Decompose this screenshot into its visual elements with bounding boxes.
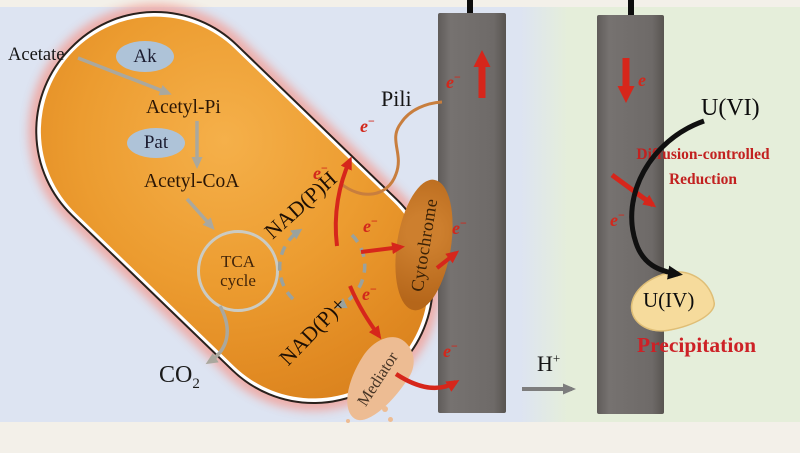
- mediator-speck: [388, 417, 393, 422]
- electron-label-cell-top: e−: [313, 161, 328, 184]
- co2-label: CO2: [159, 362, 200, 392]
- electron-base: e: [363, 216, 371, 236]
- diffusion-controlled-label: Diffusion-controlled: [636, 146, 770, 163]
- enzyme-ak-label: Ak: [133, 45, 157, 67]
- tca-label-line2: cycle: [220, 271, 256, 290]
- enzyme-badge-pat: Pat: [127, 128, 185, 158]
- anode-wire: [467, 0, 473, 15]
- cathode-wire: [628, 0, 634, 17]
- electron-sup: −: [618, 208, 625, 222]
- electron-label-pili: e−: [360, 114, 375, 137]
- electron-sup: −: [371, 214, 378, 228]
- electron-base: e: [360, 116, 368, 136]
- electron-sup: −: [454, 70, 461, 84]
- electron-base: e: [610, 210, 618, 230]
- electron-label-anode-top: e−: [446, 70, 461, 93]
- pili-label: Pili: [381, 86, 412, 111]
- electron-label-cytochrome-path: e−: [363, 214, 378, 237]
- mediator-speck: [346, 419, 350, 423]
- uvi-label: U(VI): [701, 95, 760, 121]
- reduction-label: Reduction: [668, 171, 738, 188]
- tca-cycle-circle: TCA cycle: [197, 230, 279, 312]
- electron-label-anode-bottom: e−: [443, 339, 458, 362]
- enzyme-badge-ak: Ak: [116, 41, 174, 72]
- precipitation-label: Precipitation: [637, 333, 757, 357]
- acetate-label: Acetate: [8, 45, 65, 65]
- electron-sup: −: [460, 216, 467, 230]
- co2-base: CO: [159, 362, 193, 388]
- co2-subscript: 2: [192, 375, 200, 392]
- electron-base: e: [638, 70, 646, 90]
- enzyme-pat-label: Pat: [143, 132, 169, 153]
- tca-label-line1: TCA: [221, 251, 255, 271]
- electron-base: e: [446, 72, 454, 92]
- mediator-speck: [382, 406, 388, 412]
- electron-sup: −: [368, 114, 375, 128]
- electron-label-cathode-top: e: [638, 70, 646, 91]
- acetyl-coa-label: Acetyl-CoA: [144, 171, 240, 192]
- uiv-label: U(IV): [643, 288, 695, 312]
- acetyl-pi-label: Acetyl-Pi: [146, 97, 221, 118]
- electron-label-mediator-path: e−: [362, 282, 377, 305]
- electron-sup: −: [321, 161, 328, 175]
- proton-base: H: [537, 351, 553, 376]
- electron-sup: −: [451, 339, 458, 353]
- electron-sup: −: [370, 282, 377, 296]
- proton-superscript: +: [552, 350, 561, 366]
- electron-label-cathode-mid: e−: [610, 208, 625, 231]
- cytochrome-label: Cytochrome: [406, 196, 441, 293]
- electron-base: e: [443, 341, 451, 361]
- electron-base: e: [313, 163, 321, 183]
- electron-base: e: [362, 284, 370, 304]
- electron-label-anode-mid: e−: [452, 216, 467, 239]
- electron-base: e: [452, 218, 460, 238]
- proton-label: H+: [537, 351, 560, 377]
